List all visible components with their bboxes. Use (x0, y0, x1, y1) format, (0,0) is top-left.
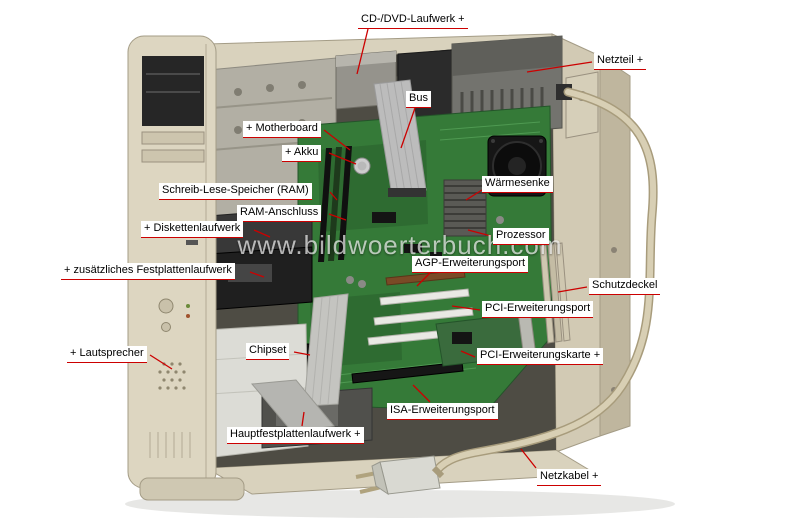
label-zusaetzliches-festplattenlaufwerk[interactable]: + zusätzliches Festplattenlaufwerk (61, 263, 235, 280)
leader-lines (149, 28, 593, 469)
label-diskettenlaufwerk[interactable]: + Diskettenlaufwerk (141, 221, 244, 238)
power-plug (355, 455, 445, 496)
label-netzkabel[interactable]: Netzkabel + (537, 469, 602, 486)
label-chipset[interactable]: Chipset (246, 343, 290, 360)
label-agp-erweiterungsport[interactable]: AGP-Erweiterungsport (412, 256, 529, 273)
label-isa-erweiterungsport[interactable]: ISA-Erweiterungsport (387, 403, 498, 420)
ram-modules (318, 146, 352, 262)
power-cord (429, 84, 658, 479)
label-ram-anschluss[interactable]: RAM-Anschluss (237, 205, 322, 222)
label-bus[interactable]: Bus (406, 91, 431, 108)
front-panel (127, 35, 245, 501)
label-pci-erweiterungsport[interactable]: PCI-Erweiterungsport (482, 301, 594, 318)
speaker-grill (158, 362, 186, 390)
label-hauptfestplattenlaufwerk[interactable]: Hauptfestplattenlaufwerk + (227, 427, 364, 444)
label-akku[interactable]: + Akku (282, 145, 322, 162)
heat-sink (443, 179, 487, 237)
cmos-battery (353, 157, 371, 175)
label-waermesenke[interactable]: Wärmesenke (482, 176, 553, 193)
label-pci-erweiterungskarte[interactable]: PCI-Erweiterungskarte + (477, 348, 604, 365)
ground-shadow (125, 490, 675, 518)
label-prozessor[interactable]: Prozessor (493, 228, 549, 245)
label-schutzdeckel[interactable]: Schutzdeckel (589, 278, 661, 295)
hdd-ribbon-cable (251, 379, 335, 433)
label-cd-dvd-laufwerk[interactable]: CD-/DVD-Laufwerk + (358, 12, 468, 29)
label-motherboard[interactable]: + Motherboard (243, 121, 321, 138)
label-netzteil[interactable]: Netzteil + (594, 53, 647, 70)
label-lautsprecher[interactable]: + Lautsprecher (67, 346, 147, 363)
ide-ribbon-cable (303, 293, 349, 407)
extra-hard-drive (207, 246, 313, 311)
label-ram[interactable]: Schreib-Lese-Speicher (RAM) (159, 183, 312, 200)
bus-ribbon-cable (373, 79, 427, 197)
